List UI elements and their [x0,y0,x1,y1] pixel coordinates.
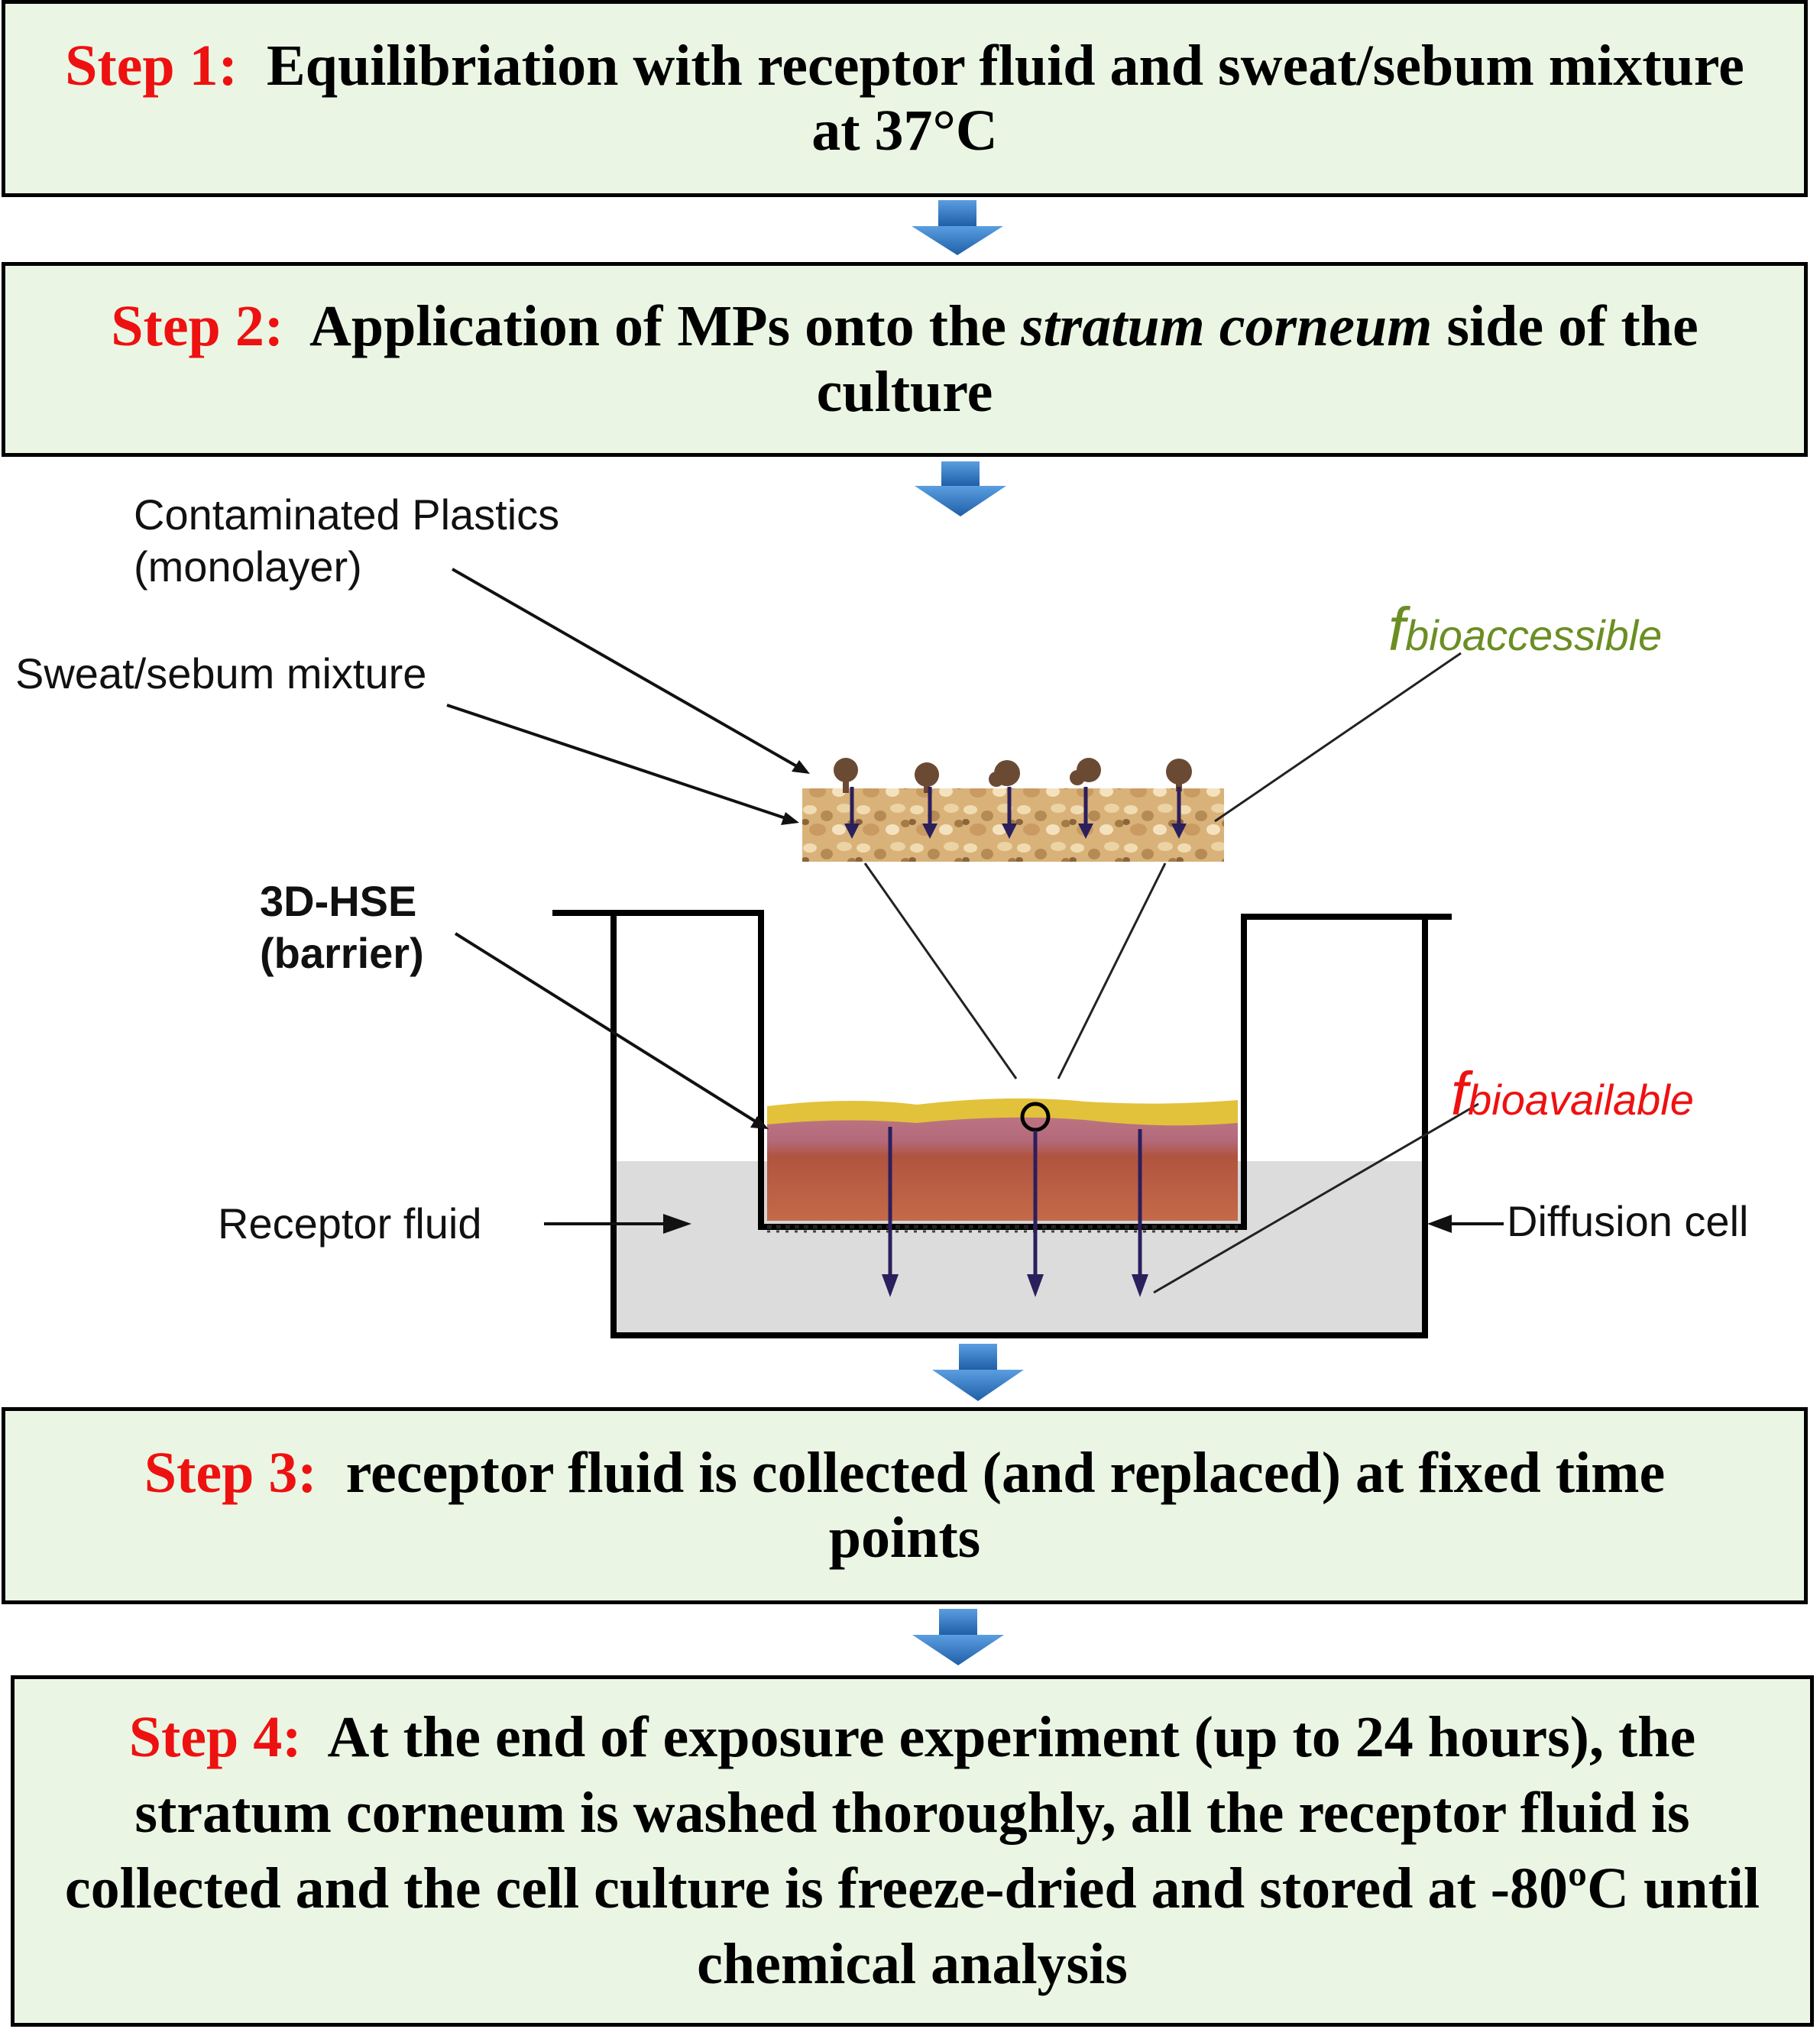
step-2-label: Step 2: [111,294,284,359]
sweat-sebum-label: Sweat/sebum mixture [15,649,427,697]
step-2-description-end: side of the culture [816,294,1699,424]
step-4-label: Step 4: [128,1705,302,1770]
f-bioavailable-f: f [1450,1060,1469,1128]
flow-arrow-2 [915,461,1006,516]
step-1-text: Step 1: Equilibriation with receptor flu… [36,34,1773,163]
step-3-box: Step 3: receptor fluid is collected (and… [2,1407,1808,1604]
diffusion-cell-label: Diffusion cell [1507,1197,1749,1245]
particle-2 [915,762,939,839]
f-bioavailable-label: fbioavailable [1444,1045,1694,1129]
particle-1 [834,758,860,839]
f-bioavailable-subscript: bioavailable [1468,1076,1694,1124]
step-4-description: At the end of exposure experiment (up to… [64,1705,1760,1996]
step-3-text: Step 3: receptor fluid is collected (and… [36,1441,1773,1571]
skin-equivalent-tissue [767,1098,1238,1233]
hse-barrier-label: 3D-HSE (barrier) [260,877,424,978]
step-2-description-start: Application of MPs onto the [309,294,1021,359]
plastic-particles [834,758,1192,839]
particle-4 [1070,758,1101,839]
particle-5 [1166,759,1192,839]
particle-3 [989,760,1020,839]
receptor-fluid-label: Receptor fluid [218,1199,482,1247]
f-bioaccessible-label: fbioaccessible [1381,581,1662,665]
step-2-text: Step 2: Application of MPs onto the stra… [36,294,1773,424]
step-1-box: Step 1: Equilibriation with receptor flu… [2,0,1808,197]
step-3-label: Step 3: [144,1440,317,1505]
flow-arrow-4 [912,1609,1004,1665]
f-bioaccessible-f: f [1388,595,1406,663]
contaminated-plastics-label: Contaminated Plastics (monolayer) [134,490,560,591]
step-4-text: Step 4: At the end of exposure experimen… [45,1700,1780,2001]
f-bioaccessible-subscript: bioaccessible [1405,611,1663,659]
flux-arrows [882,1127,1148,1297]
magnification-lines [863,862,1167,1132]
step-2-box: Step 2: Application of MPs onto the stra… [2,262,1808,457]
step-1-description: Equilibriation with receptor fluid and s… [266,33,1744,163]
step-4-box: Step 4: At the end of exposure experimen… [11,1675,1814,2027]
leader-lines [446,568,1504,1294]
flow-arrow-1 [912,200,1003,255]
step-3-description: receptor fluid is collected (and replace… [345,1440,1666,1570]
step-2-description-italic: stratum corneum [1020,294,1433,359]
flow-arrow-3 [932,1344,1024,1401]
step-1-label: Step 1: [65,33,238,98]
